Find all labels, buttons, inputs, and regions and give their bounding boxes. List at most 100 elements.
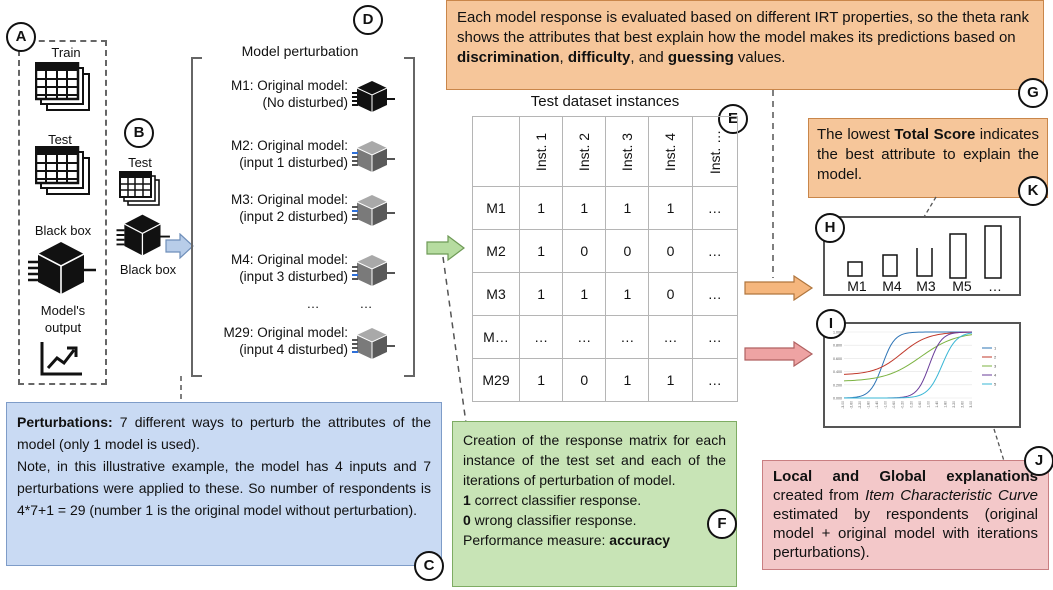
rank-bar-m1 [847, 261, 863, 277]
model-m2-line2: (input 1 disturbed) [239, 155, 348, 170]
table-row-header: M29 [471, 358, 521, 402]
note-k-text: The lowest [817, 126, 895, 143]
panel-b-black-box-icon [116, 214, 170, 256]
label-h: H [815, 213, 845, 243]
rank-bars-tall [949, 225, 1002, 279]
icc-x-tick: 0.20 [909, 401, 913, 408]
note-f-correct-text: correct classifier response. [470, 492, 642, 508]
icc-legend-label: 1 [994, 346, 997, 351]
table-row: M… … … … … … [471, 315, 739, 359]
table-row-header: M2 [471, 229, 521, 273]
table-cell: … [691, 186, 739, 230]
table-row: M3 1 1 1 0 … [471, 272, 739, 316]
note-g-sep: , [559, 49, 568, 66]
table-row-header: M3 [471, 272, 521, 316]
black-box-cube-icon [28, 242, 96, 294]
table-row: M2 1 0 0 0 … [471, 229, 739, 273]
note-g-end: values. [733, 49, 786, 66]
note-j-heading: Local and Global explanations [773, 468, 1038, 485]
icc-legend-label: 4 [994, 373, 997, 378]
icc-x-tick: -3.00 [841, 401, 845, 409]
note-g-difficulty: difficulty [567, 49, 631, 66]
table-title: Test dataset instances [530, 93, 680, 110]
table-cell: 1 [519, 186, 564, 230]
model-m4-line1: M4: Original model: [230, 252, 348, 267]
icc-x-ticks: -3.00-2.60-2.20-1.80-1.40-1.00-0.60-0.20… [841, 401, 973, 409]
note-f-one: 1 [463, 492, 471, 508]
table-cell: 1 [605, 358, 650, 402]
models-ellipsis-1: … [306, 296, 320, 311]
table-cell: 0 [648, 229, 693, 273]
icc-legend-label: 2 [994, 355, 997, 360]
icc-curve-2 [843, 331, 973, 375]
model-m4-cube-icon [352, 255, 395, 286]
rank-tick-m3: M3 [916, 278, 936, 294]
test-dataset-icon [35, 146, 90, 195]
note-k-text-end: indicates the best attribute to explain … [817, 126, 1040, 183]
note-g-text: Each model response is evaluated based o… [457, 9, 1030, 46]
icc-curve-5 [844, 332, 973, 399]
table-header-cell: Inst. 1 [519, 116, 564, 187]
table-header-cell: Inst. … [691, 116, 739, 187]
icc-x-tick: 2.20 [952, 401, 956, 408]
table-header-cell: Inst. 3 [605, 116, 650, 187]
label-j: J [1024, 446, 1053, 476]
trend-chart-icon [40, 342, 82, 376]
connector-table-to-f [442, 256, 467, 424]
table-header-corner [471, 116, 521, 187]
rank-bar-m3 [916, 248, 933, 277]
note-g-discrimination: discrimination [457, 49, 560, 66]
note-c-text1: 7 different ways to perturb the attribut… [17, 414, 431, 452]
model-output-label-line1: Model's [40, 303, 86, 318]
connector-k-to-h [923, 196, 937, 218]
rank-bar-more [984, 225, 1002, 279]
icc-x-tick: 2.60 [960, 401, 964, 408]
note-j: Local and Global explanations created fr… [762, 460, 1049, 570]
train-label: Train [51, 45, 81, 60]
table-cell: … [691, 229, 739, 273]
table-cell: … [605, 315, 650, 359]
model-m2-line1: M2: Original model: [230, 138, 348, 153]
note-f-para1: Creation of the response matrix for each… [463, 432, 726, 488]
model-m3-line2: (input 2 disturbed) [239, 209, 348, 224]
note-c-para1: Perturbations: 7 different ways to pertu… [17, 411, 431, 455]
note-c-para2: Note, in this illustrative example, the … [17, 458, 431, 518]
rank-tick-more: … [988, 278, 1002, 294]
table-cell: 1 [519, 229, 564, 273]
label-f: F [707, 509, 737, 539]
icc-x-tick: 3.00 [969, 401, 973, 408]
note-g-guessing: guessing [667, 49, 734, 66]
table-cell: … [691, 272, 739, 316]
note-f-correct: 1 correct classifier response. [463, 490, 726, 510]
model-m29-line1: M29: Original model: [223, 325, 348, 340]
note-f: Creation of the response matrix for each… [452, 421, 737, 587]
icc-x-tick: -0.20 [901, 401, 905, 409]
model-m29-cube-icon [352, 328, 395, 359]
note-f-accuracy: accuracy [609, 532, 671, 548]
label-k: K [1018, 176, 1048, 206]
table-cell: 1 [648, 186, 693, 230]
note-k-total-score: Total Score [894, 126, 976, 143]
model-m3-cube-icon [352, 195, 395, 226]
label-a: A [6, 22, 36, 52]
perturbation-brackets [191, 57, 415, 377]
arrow-to-table [426, 235, 465, 261]
model-m4-line2: (input 3 disturbed) [239, 269, 348, 284]
icc-x-tick: -2.60 [850, 401, 854, 409]
model-m3-line1: M3: Original model: [230, 192, 348, 207]
icc-x-tick: -1.40 [875, 401, 879, 409]
table-row: M1 1 1 1 1 … [471, 186, 739, 230]
rank-bar-m4 [882, 254, 898, 277]
rank-bar-m5 [949, 233, 967, 279]
panel-b-test-label: Test [128, 155, 152, 170]
table-cell: 0 [605, 229, 650, 273]
note-j-text2: estimated by respondents (original model… [773, 506, 1038, 561]
icc-x-tick: 0.60 [918, 401, 922, 408]
model-m1-line2: (No disturbed) [262, 95, 348, 110]
note-f-wrong: 0 wrong classifier response. [463, 510, 726, 530]
table-cell: 1 [519, 358, 564, 402]
rank-tick-m5: M5 [952, 278, 972, 294]
note-f-performance-text: Performance measure: [463, 532, 610, 548]
